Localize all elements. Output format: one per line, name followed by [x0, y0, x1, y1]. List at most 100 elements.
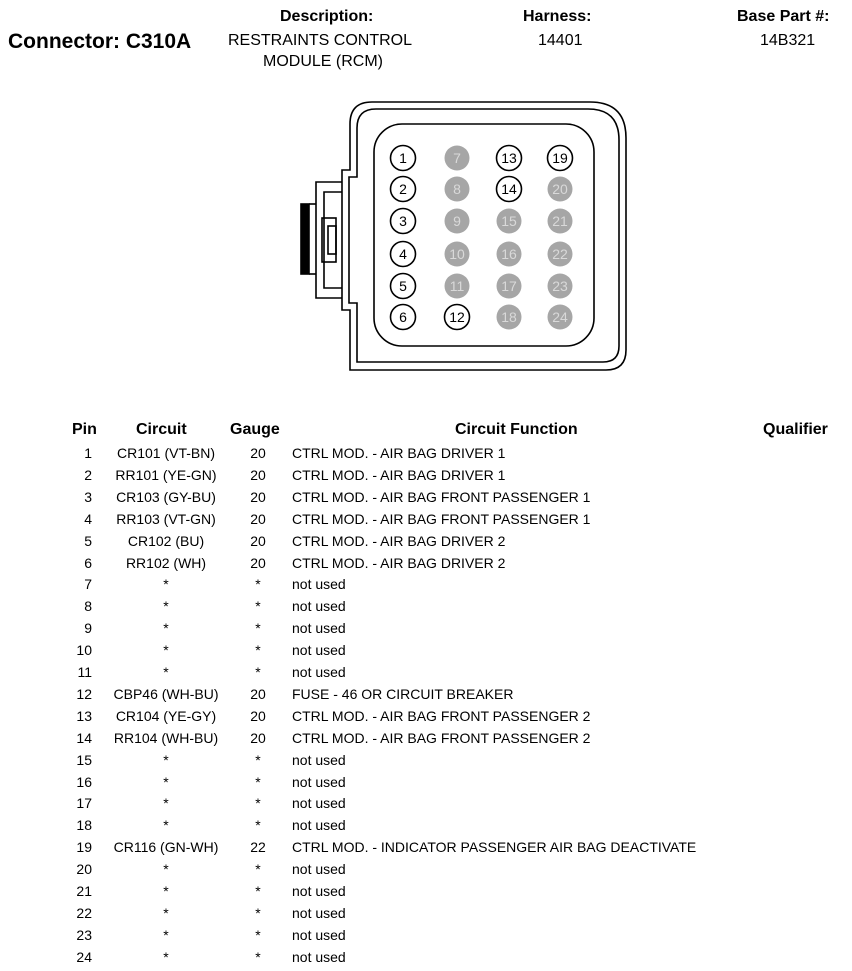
connector-pin: 1 [389, 144, 417, 172]
pin-cell: 12 [76, 685, 92, 702]
gauge-cell: 20 [250, 466, 266, 483]
pin-label: 11 [450, 278, 465, 294]
pin-cell: 15 [76, 751, 92, 768]
gauge-cell: 20 [250, 532, 266, 549]
header-gauge: Gauge [230, 421, 280, 438]
table-row: 7**not used [0, 576, 852, 598]
gauge-cell: 20 [250, 510, 266, 527]
pin-unused-circle [496, 208, 522, 234]
circuit-cell: * [163, 883, 169, 899]
function-cell: not used [292, 883, 346, 899]
harness-value: 14401 [538, 32, 583, 49]
connector-pin: 8 [444, 176, 470, 202]
circuit-cell: * [163, 795, 169, 812]
circuit-cell: * [163, 773, 169, 790]
header-pin: Pin [72, 421, 97, 438]
circuit-cell: * [163, 664, 169, 680]
pin-cell: 18 [76, 817, 92, 834]
table-row: 21**not used [0, 883, 852, 905]
circuit-cell: RR102 (WH) [125, 554, 207, 571]
pin-unused-circle [547, 273, 573, 299]
pin-cell: 22 [76, 904, 92, 921]
circuit-cell: RR103 (VT-GN) [116, 510, 216, 527]
connector-pin: 14 [495, 175, 523, 203]
pin-label: 19 [552, 150, 568, 166]
base-part-label: Base Part #: [737, 8, 830, 25]
header-circuit: Circuit [136, 421, 187, 438]
pin-unused-circle [444, 241, 470, 267]
pin-cell: 4 [84, 510, 92, 527]
circuit-cell: * [163, 926, 169, 943]
gauge-cell: * [255, 751, 261, 768]
connector-pin: 24 [547, 304, 573, 330]
circuit-cell: CR102 (BU) [127, 532, 205, 549]
function-cell: not used [292, 861, 346, 878]
gauge-cell: 20 [250, 488, 266, 505]
pin-cell: 9 [84, 620, 92, 637]
pin-unused-circle [496, 304, 522, 330]
function-cell: CTRL MOD. - AIR BAG FRONT PASSENGER 2 [292, 707, 591, 724]
function-cell: not used [292, 926, 346, 943]
pin-label: 8 [453, 181, 461, 197]
pin-label: 3 [399, 213, 407, 229]
pin-used-circle [495, 144, 523, 172]
connector-pin: 21 [547, 208, 573, 234]
pin-cell: 2 [84, 466, 92, 483]
pin-label: 13 [501, 150, 517, 166]
connector-pin: 4 [389, 240, 417, 268]
pin-label: 15 [501, 213, 517, 229]
pin-label: 17 [501, 278, 517, 294]
pin-label: 9 [453, 213, 461, 229]
pin-label: 7 [453, 150, 461, 166]
pin-cell: 3 [84, 488, 92, 505]
pin-cell: 5 [84, 532, 92, 549]
circuit-cell: CBP46 (WH-BU) [113, 685, 219, 702]
gauge-cell: 22 [250, 839, 266, 856]
circuit-cell: * [163, 817, 169, 834]
gauge-cell: 20 [250, 554, 266, 571]
pin-used-circle [389, 272, 417, 300]
connector-pin: 9 [444, 208, 470, 234]
pin-cell: 21 [76, 883, 92, 899]
pin-label: 12 [449, 309, 465, 325]
pin-unused-circle [444, 273, 470, 299]
circuit-cell: * [163, 948, 169, 965]
pin-used-circle [389, 175, 417, 203]
table-row: 23**not used [0, 927, 852, 949]
circuit-cell: * [163, 620, 169, 637]
gauge-cell: 20 [250, 729, 266, 746]
pin-label: 6 [399, 309, 407, 325]
connector-pin: 17 [496, 273, 522, 299]
pin-cell: 6 [84, 554, 92, 571]
function-cell: not used [292, 817, 346, 834]
circuit-cell: * [163, 904, 169, 921]
table-row: 20**not used [0, 861, 852, 883]
pin-cell: 11 [77, 664, 92, 680]
pin-cell: 16 [76, 773, 92, 790]
pin-cell: 20 [76, 861, 92, 878]
function-cell: FUSE - 46 OR CIRCUIT BREAKER [292, 685, 514, 702]
description-line-2: MODULE (RCM) [263, 53, 383, 70]
connector-pin: 16 [496, 241, 522, 267]
pin-used-circle [389, 240, 417, 268]
pin-cell: 8 [84, 598, 92, 615]
pin-cell: 23 [76, 926, 92, 943]
header-qualifier: Qualifier [763, 421, 828, 438]
base-part-value: 14B321 [760, 32, 816, 49]
pin-used-circle [546, 144, 574, 172]
gauge-cell: * [255, 861, 261, 878]
function-cell: CTRL MOD. - AIR BAG DRIVER 1 [292, 466, 506, 483]
gauge-cell: * [255, 642, 261, 659]
function-cell: not used [292, 576, 346, 593]
pin-label: 20 [552, 181, 568, 197]
function-cell: not used [292, 904, 346, 921]
pin-unused-circle [547, 176, 573, 202]
gauge-cell: * [255, 773, 261, 790]
gauge-cell: * [255, 904, 261, 921]
circuit-cell: RR104 (WH-BU) [113, 729, 219, 746]
gauge-cell: 20 [250, 685, 266, 702]
pin-cell: 7 [84, 576, 92, 593]
